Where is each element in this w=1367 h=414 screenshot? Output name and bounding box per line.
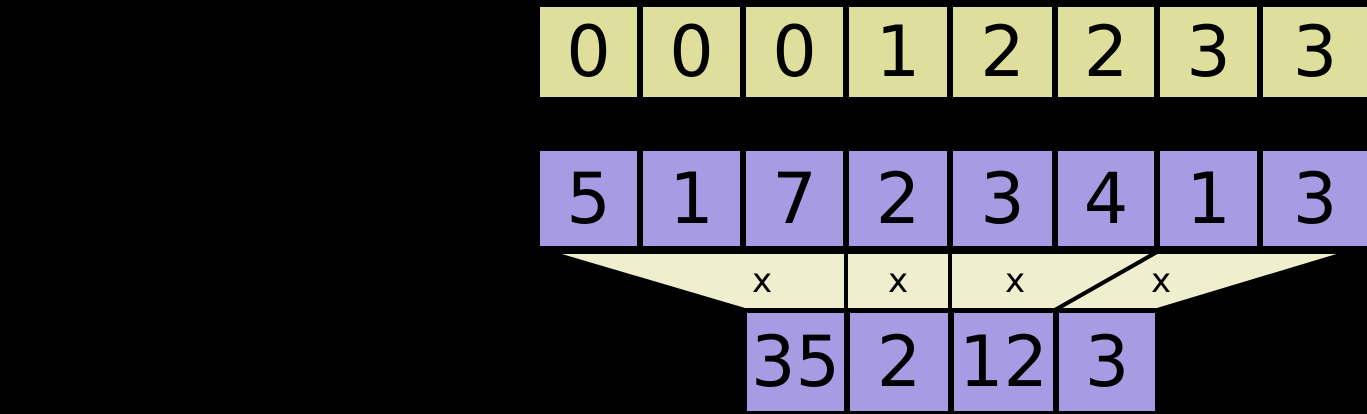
index-cell-5: 2 (1055, 4, 1157, 100)
result-cell-1: 2 (847, 310, 951, 414)
value-cell-6: 1 (1157, 148, 1260, 249)
index-cell-1: 0 (640, 4, 743, 100)
index-cell-3: 1 (846, 4, 950, 100)
connector-shape-1 (844, 250, 952, 312)
result-cell-2: 12 (951, 310, 1056, 414)
connector-shape-0 (547, 250, 848, 312)
value-cell-0: 5 (537, 148, 640, 249)
index-cell-6: 3 (1157, 4, 1260, 100)
result-cell-0: 35 (744, 310, 847, 414)
value-cell-7: 3 (1260, 148, 1367, 249)
value-cell-2: 7 (743, 148, 846, 249)
index-cell-7: 3 (1260, 4, 1367, 100)
result-cell-3: 3 (1056, 310, 1158, 414)
index-cell-2: 0 (743, 4, 846, 100)
value-cell-4: 3 (950, 148, 1055, 249)
index-cell-4: 2 (950, 4, 1055, 100)
value-cell-3: 2 (846, 148, 950, 249)
value-cell-1: 1 (640, 148, 743, 249)
index-cell-0: 0 (537, 4, 640, 100)
value-cell-5: 4 (1055, 148, 1157, 249)
